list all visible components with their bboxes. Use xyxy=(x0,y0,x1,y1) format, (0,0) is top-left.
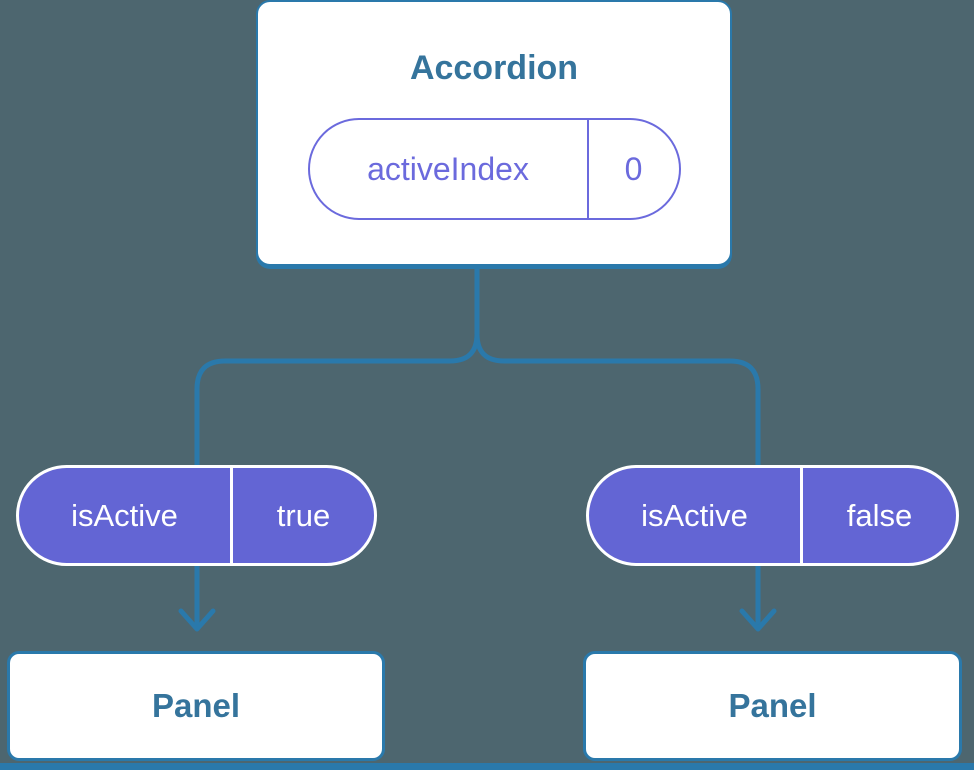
state-pill-value: 0 xyxy=(624,150,643,187)
connector-right-branch xyxy=(474,260,761,628)
prop-pill-isactive-true: isActive true xyxy=(16,465,377,566)
arrow-down-icon xyxy=(178,608,216,632)
accordion-node: Accordion activeIndex 0 xyxy=(256,0,732,266)
bottom-divider xyxy=(0,763,974,770)
pill-divider xyxy=(586,120,589,218)
panel-node-right: Panel xyxy=(583,651,962,761)
pill-divider xyxy=(230,468,233,563)
pill-divider xyxy=(800,468,803,563)
prop-pill-isactive-false: isActive false xyxy=(586,465,959,566)
prop-pill-label: isActive xyxy=(71,497,178,533)
panel-node-left: Panel xyxy=(7,651,385,761)
connector-left-branch xyxy=(194,260,480,628)
state-pill: activeIndex 0 xyxy=(307,118,681,220)
arrow-down-icon xyxy=(739,608,777,632)
prop-pill-value: true xyxy=(276,497,331,533)
state-pill-label: activeIndex xyxy=(367,150,529,187)
node-title: Panel xyxy=(728,687,817,724)
prop-pill-value: false xyxy=(846,497,913,533)
prop-pill-label: isActive xyxy=(641,497,748,533)
node-title: Accordion xyxy=(409,49,579,87)
node-title: Panel xyxy=(151,687,241,724)
